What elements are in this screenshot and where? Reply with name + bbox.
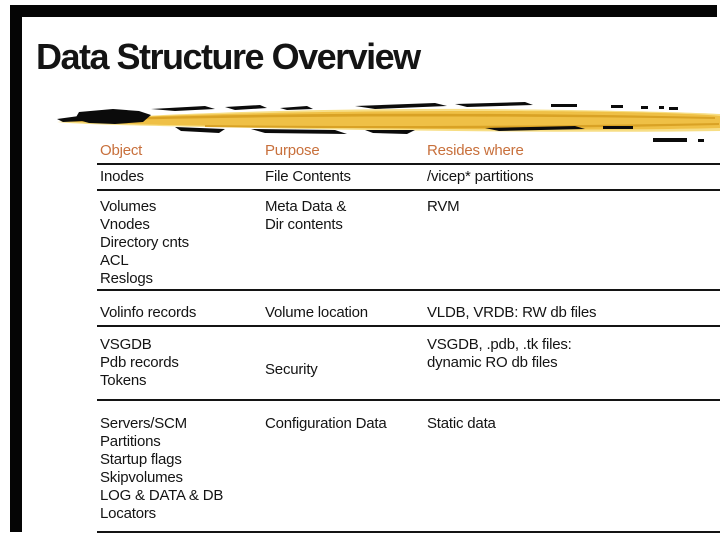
table-row-volinfo: Volinfo records Volume location VLDB, VR… — [97, 291, 720, 327]
cell-purpose: Volume location — [265, 304, 368, 321]
top-border-bar — [10, 5, 717, 17]
data-table: Object Purpose Resides where Inodes File… — [97, 140, 720, 533]
cell-object: Volinfo records — [100, 304, 197, 321]
cell-purpose: Configuration Data — [265, 415, 387, 432]
cell-object: Servers/SCM Partitions Startup flags Ski… — [100, 415, 224, 522]
cell-purpose: Security — [265, 361, 318, 378]
cell-purpose: Meta Data & Dir contents — [265, 198, 347, 233]
cell-resides: VLDB, VRDB: RW db files — [427, 304, 597, 321]
table-row-vsgdb: VSGDB Pdb records Tokens Security VSGDB,… — [97, 327, 720, 401]
cell-resides: Static data — [427, 415, 496, 432]
cell-resides: RVM — [427, 198, 460, 215]
column-header-purpose: Purpose — [265, 142, 320, 159]
cell-resides: /vicep* partitions — [427, 168, 534, 185]
table-row-volumes: Volumes Vnodes Directory cnts ACL Reslog… — [97, 191, 720, 291]
cell-resides: VSGDB, .pdb, .tk files: dynamic RO db fi… — [427, 336, 572, 371]
cell-purpose: File Contents — [265, 168, 351, 185]
cell-object: Volumes Vnodes Directory cnts ACL Reslog… — [100, 198, 189, 287]
cell-object: Inodes — [100, 168, 144, 185]
table-row-servers: Servers/SCM Partitions Startup flags Ski… — [97, 401, 720, 533]
left-border-bar — [10, 5, 22, 532]
cell-object: VSGDB Pdb records Tokens — [100, 336, 179, 389]
table-row-inodes: Inodes File Contents /vicep* partitions — [97, 165, 720, 191]
column-header-object: Object — [100, 142, 143, 159]
slide-title: Data Structure Overview — [36, 36, 421, 77]
column-header-resides: Resides where — [427, 142, 524, 159]
highlighter-swoosh-graphic — [57, 102, 720, 142]
table-header-row: Object Purpose Resides where — [97, 140, 720, 165]
